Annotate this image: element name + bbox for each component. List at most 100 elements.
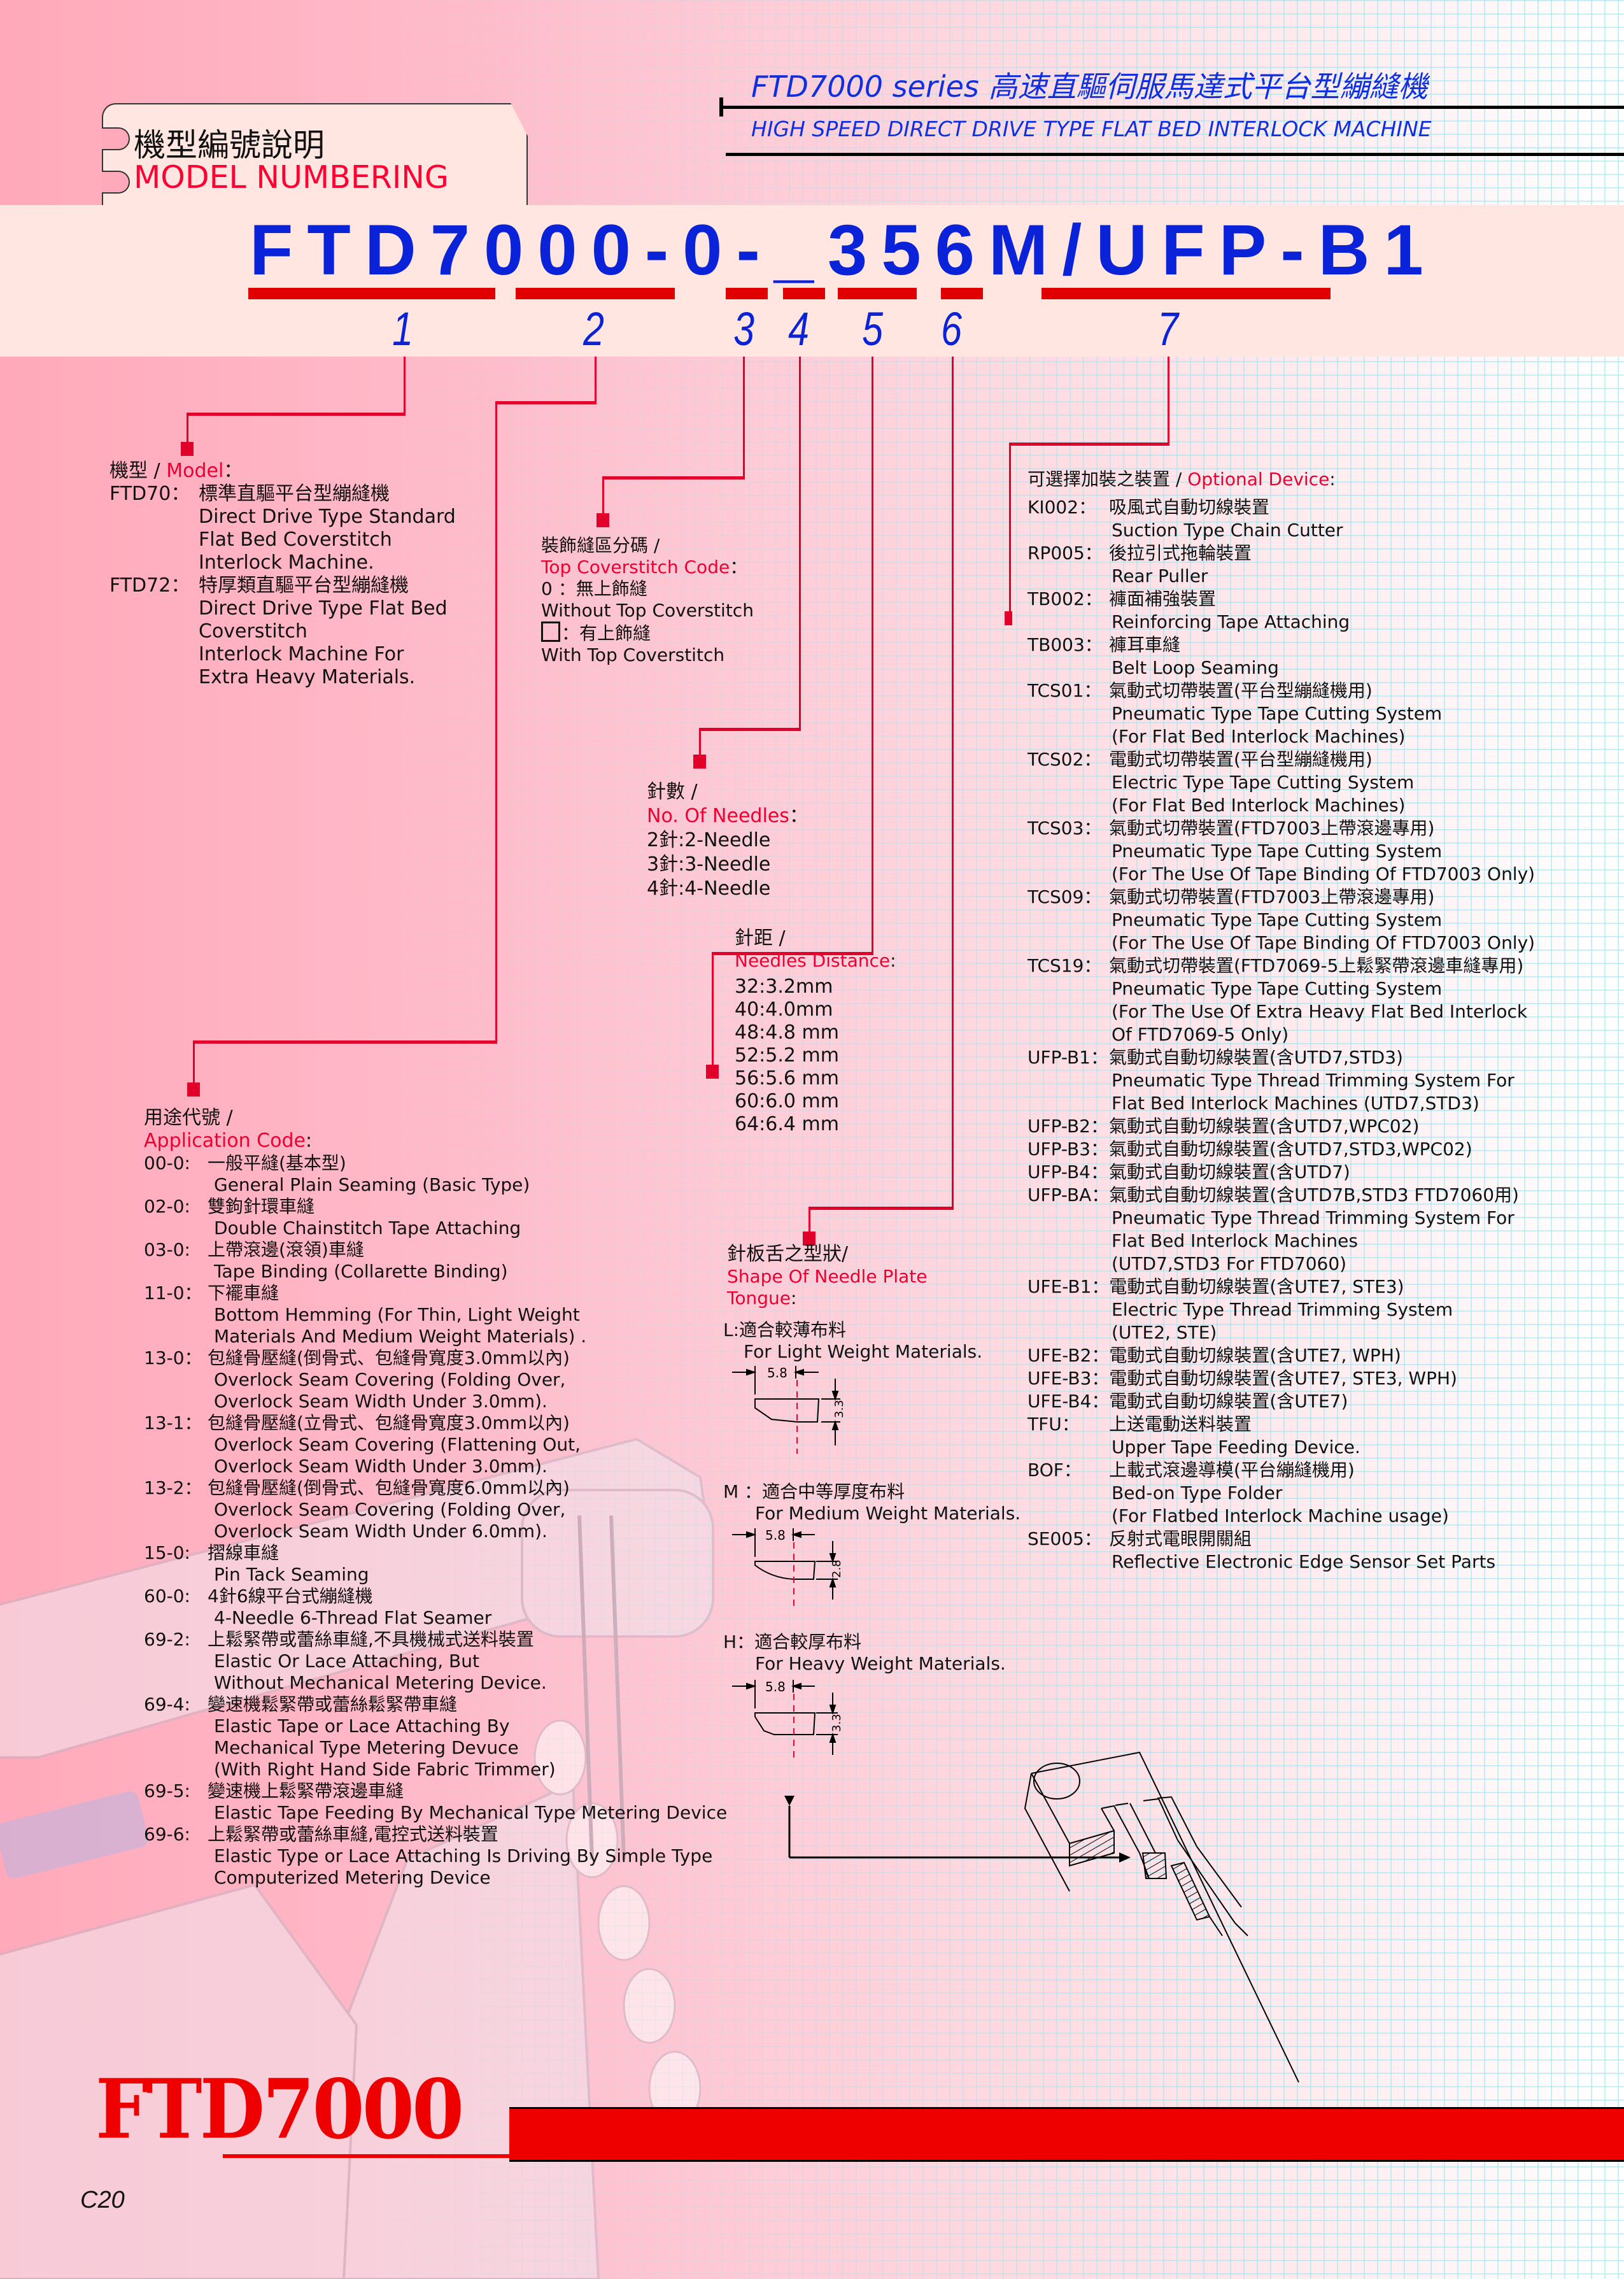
item-en: Double Chainstitch Tape Attaching (214, 1218, 521, 1239)
item-code: TCS03： (1027, 818, 1102, 839)
item-zh: 後拉引式拖輪裝置 (1109, 543, 1252, 564)
item-en: Extra Heavy Materials. (199, 666, 416, 688)
top-coverstitch-heading-zh: 裝飾縫區分碼 / (541, 535, 660, 556)
item-en: Suction Type Chain Cutter (1112, 520, 1343, 541)
model-heading: 機型 / Model： (109, 460, 243, 482)
item-en: Overlock Seam Width Under 3.0mm). (214, 1456, 547, 1477)
arrow-head-icon (1119, 1852, 1131, 1863)
item-zh: 包縫骨壓縫(立骨式、包縫骨寬度3.0mm以內) (208, 1412, 570, 1433)
item-en: Overlock Seam Covering (Flattening Out, (214, 1434, 581, 1455)
item-en: Overlock Seam Width Under 6.0mm). (214, 1521, 547, 1542)
item-zh: 4針6線平台式繃縫機 (208, 1586, 373, 1607)
list-item: TCS09：氣動式切帶裝置(FTD7003上帶滾邊專用)Pneumatic Ty… (1027, 886, 1535, 955)
item-en: (UTD7,STD3 For FTD7060) (1112, 1253, 1347, 1274)
tongue-profile-h: 5.8 3.3 (732, 1679, 844, 1761)
list-item: ：有上飾縫 (541, 621, 754, 644)
application-heading-en: Application Code: (144, 1130, 313, 1152)
item-zh: 褲耳車縫 (1109, 634, 1181, 655)
item-zh: 上鬆緊帶或蕾絲車縫,不具機械式送料裝置 (208, 1629, 534, 1650)
item-code: UFE-B3： (1027, 1368, 1110, 1389)
item-en: Without Mechanical Metering Device. (214, 1672, 547, 1693)
item-code: FTD72： (109, 574, 190, 597)
item-en: 4-Needle 6-Thread Flat Seamer (214, 1607, 492, 1628)
item-en: Interlock Machine. (199, 551, 374, 574)
list-item: 52:5.2 mm (735, 1044, 839, 1067)
item-code: 02-0: (144, 1196, 190, 1217)
item-code: 69-4: (144, 1694, 190, 1715)
list-item: 32:3.2mm (735, 976, 833, 998)
list-item-en: Without Top Coverstitch (541, 600, 754, 621)
segment-bar-3 (726, 288, 768, 299)
item-code: SE005： (1027, 1528, 1102, 1549)
item-zh: 氣動式自動切線裝置(含UTD7,WPC02) (1109, 1116, 1420, 1137)
segment-bar-4 (783, 288, 825, 299)
tongue-h-height: 3.3 (830, 1714, 844, 1732)
item-code: RP005： (1027, 543, 1103, 564)
item-zh: 一般平縫(基本型) (208, 1153, 346, 1174)
segment-number-1: 1 (392, 302, 414, 355)
segment-number-6: 6 (941, 302, 963, 355)
tongue-item-m: M ：適合中等厚度布料 For Medium Weight Materials. (723, 1481, 1021, 1524)
item-code: TCS19： (1027, 955, 1102, 976)
item-en: Materials And Medium Weight Materials) . (214, 1326, 587, 1347)
item-en: Pneumatic Type Tape Cutting System (1112, 841, 1443, 862)
header-rule-2 (726, 153, 1624, 156)
item-en: (For The Use Of Tape Binding Of FTD7003 … (1112, 932, 1536, 953)
needle-plate-heading-en-2: Tongue: (727, 1288, 797, 1309)
segment-bar-2 (516, 288, 675, 299)
item-code: TFU： (1027, 1414, 1080, 1435)
item-en: General Plain Seaming (Basic Type) (214, 1174, 530, 1195)
item-en: Reinforcing Tape Attaching (1112, 611, 1350, 632)
item-en: (With Right Hand Side Fabric Trimmer) (214, 1759, 556, 1780)
list-item: TCS01：氣動式切帶裝置(平台型繃縫機用)Pneumatic Type Tap… (1027, 679, 1535, 748)
list-item: 3針:3-Needle (647, 853, 771, 876)
item-zh: 上載式滾邊導模(平台繃縫機用) (1109, 1459, 1355, 1480)
series-title: FTD7000 series 高速直驅伺服馬達式平台型繃縫機 (751, 69, 1428, 104)
section-tab (102, 103, 528, 213)
tongue-item-l: L:適合較薄布料 For Light Weight Materials. (723, 1319, 983, 1362)
tongue-h-width: 5.8 (765, 1679, 786, 1694)
item-en: Upper Tape Feeding Device. (1112, 1437, 1360, 1458)
item-zh: 氣動式自動切線裝置(含UTD7,STD3,WPC02) (1109, 1139, 1472, 1160)
list-item: UFE-B2：電動式自動切線裝置(含UTE7, WPH) (1027, 1344, 1535, 1367)
item-zh: 反射式電眼開關組 (1109, 1528, 1252, 1549)
item-en: (For The Use Of Tape Binding Of FTD7003 … (1112, 863, 1536, 884)
item-en: Computerized Metering Device (214, 1867, 491, 1888)
item-zh: 標準直驅平台型繃縫機 (199, 483, 390, 505)
item-code: 00-0: (144, 1153, 190, 1174)
list-item: BOF：上載式滾邊導模(平台繃縫機用)Bed-on Type Folder(Fo… (1027, 1459, 1535, 1528)
section-title-zh: 機型編號說明 (134, 127, 325, 164)
segment-number-3: 3 (733, 302, 755, 355)
list-item: UFP-B2：氣動式自動切線裝置(含UTD7,WPC02) (1027, 1115, 1535, 1138)
item-en: Pneumatic Type Thread Trimming System Fo… (1112, 1207, 1515, 1228)
item-zh: 上鬆緊帶或蕾絲車縫,電控式送料裝置 (208, 1824, 498, 1845)
item-code: TCS02： (1027, 749, 1102, 770)
item-code: TCS01： (1027, 680, 1102, 701)
list-item: UFP-B4：氣動式自動切線裝置(含UTD7) (1027, 1161, 1535, 1184)
empty-box-icon (541, 621, 560, 642)
list-item: UFE-B3：電動式自動切線裝置(含UTE7, STE3, WPH) (1027, 1367, 1535, 1390)
application-section: 用途代號 / Application Code: 00-0:一般平縫(基本型)G… (144, 1107, 727, 1889)
segment-number-4: 4 (788, 302, 810, 355)
item-code: 69-2: (144, 1629, 190, 1650)
item-zh: 電動式自動切線裝置(含UTE7, WPH) (1109, 1345, 1401, 1366)
list-item: UFP-B3：氣動式自動切線裝置(含UTD7,STD3,WPC02) (1027, 1138, 1535, 1161)
needle-distance-heading-en: Needles Distance: (735, 950, 896, 971)
optional-heading: 可選擇加裝之裝置 / Optional Device: (1027, 469, 1336, 490)
list-item: UFP-BA：氣動式自動切線裝置(含UTD7B,STD3 FTD7060用)Pn… (1027, 1184, 1535, 1275)
item-en: Elastic Tape Feeding By Mechanical Type … (214, 1802, 728, 1823)
list-item: 0 ：無上飾縫 (541, 578, 647, 599)
model-number-code: FTD7000-0-_356M/UFP-B1 (250, 210, 1437, 290)
item-en: (UTE2, STE) (1112, 1322, 1217, 1343)
item-en: (For Flat Bed Interlock Machines) (1112, 726, 1406, 747)
item-code: UFP-B1： (1027, 1047, 1108, 1068)
